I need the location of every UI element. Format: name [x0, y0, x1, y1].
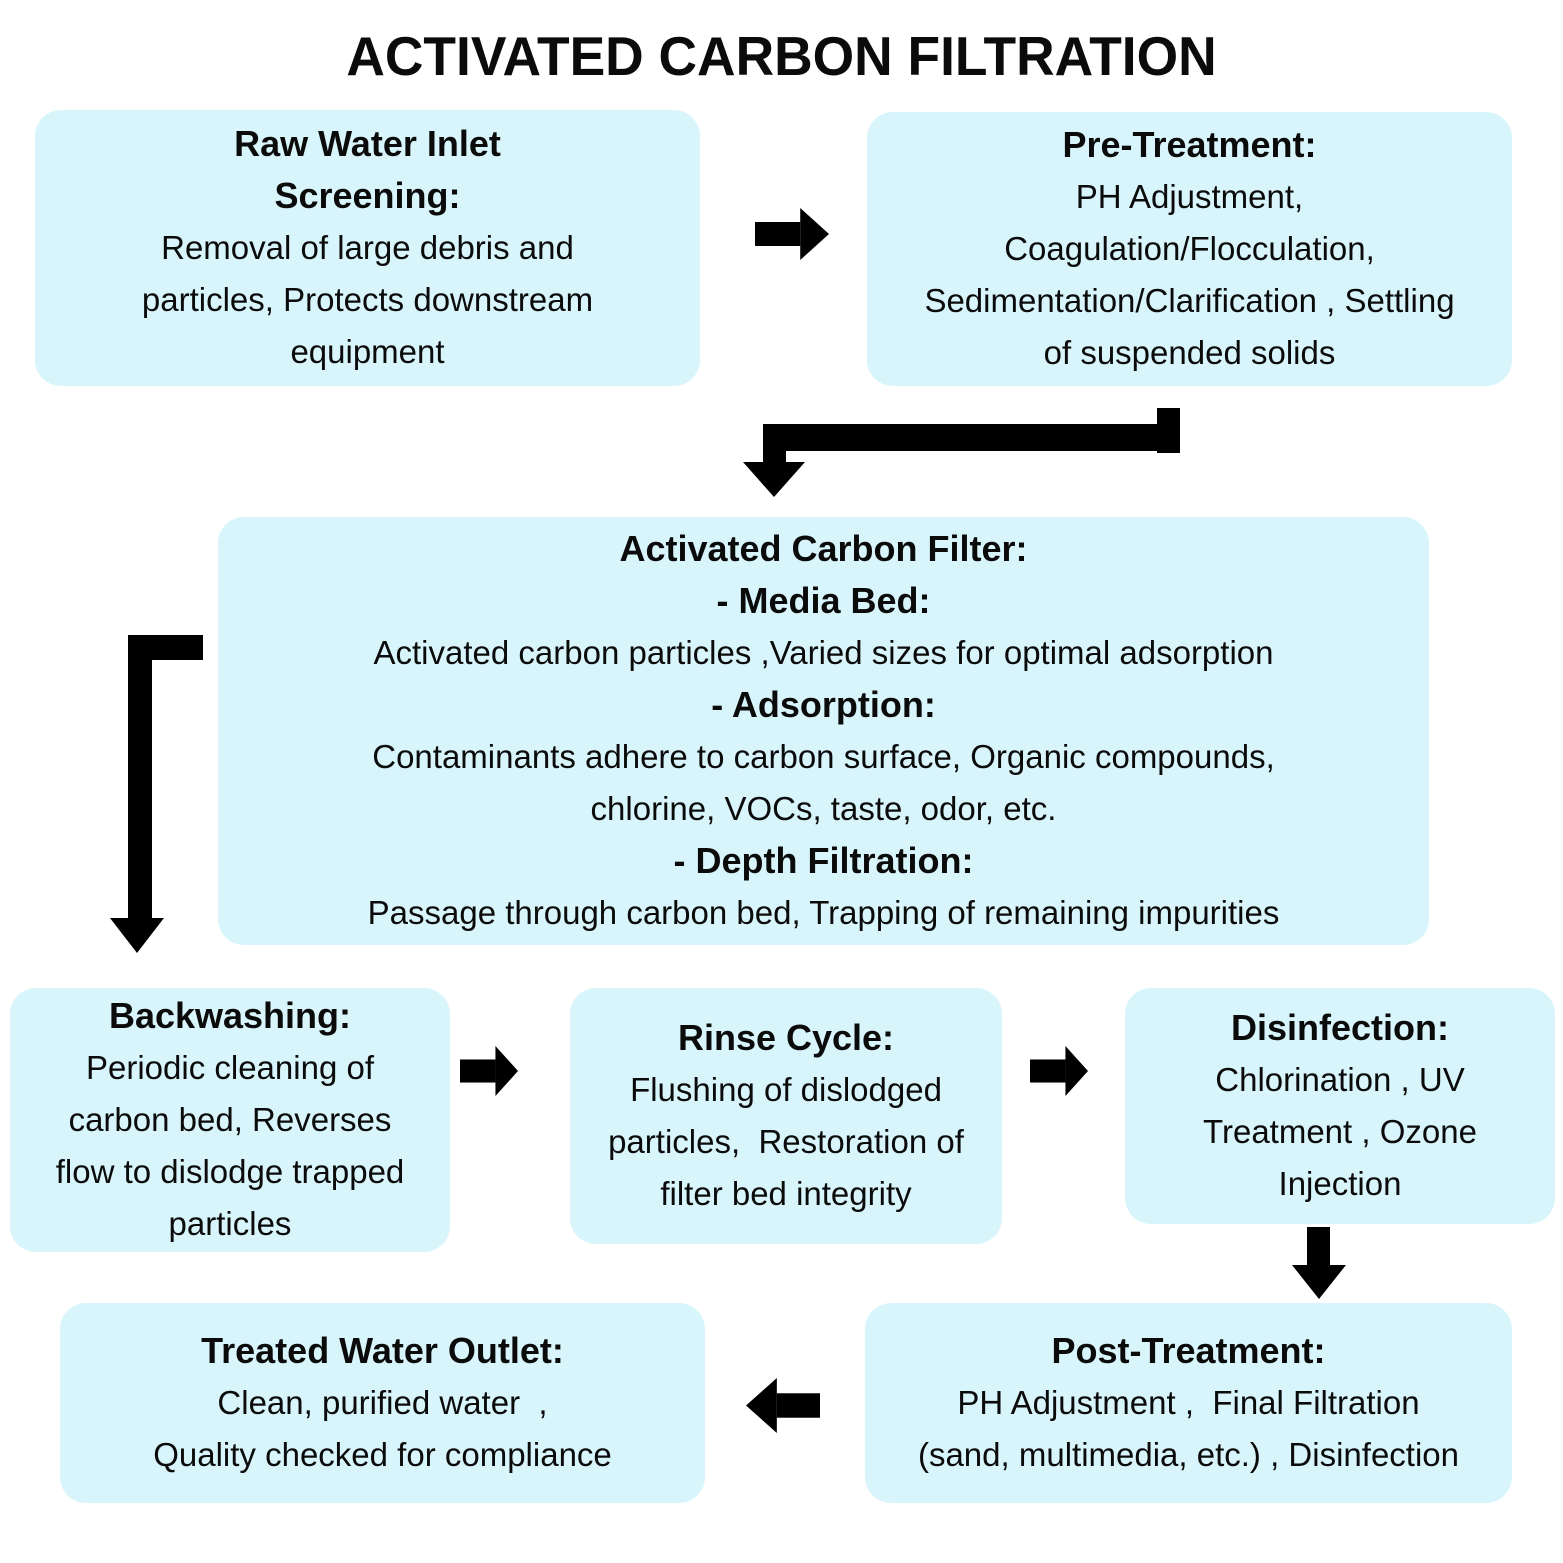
node-body: Clean, purified water , Quality checked … [153, 1384, 612, 1473]
arrow-disinfection-to-post-icon [1292, 1227, 1346, 1300]
elbow-pre-to-filter-icon [743, 405, 1180, 500]
node-body: PH Adjustment , Final Filtration (sand, … [917, 1384, 1460, 1473]
node-activated-carbon-filter: Activated Carbon Filter: - Media Bed: Ac… [218, 517, 1429, 945]
node-heading: Activated Carbon Filter: [619, 528, 1028, 569]
adsorption-label: - Adsorption: [711, 684, 936, 725]
node-raw-water-inlet: Raw Water Inlet Screening: Removal of la… [35, 110, 700, 386]
depth-filtration-text: Passage through carbon bed, Trapping of … [367, 894, 1280, 931]
node-heading: Rinse Cycle: [677, 1017, 895, 1058]
arrow-raw-to-pre-icon [755, 208, 829, 260]
node-heading: Backwashing: [108, 995, 352, 1036]
node-heading: Post-Treatment: [1051, 1330, 1326, 1371]
adsorption-text: Contaminants adhere to carbon surface, O… [372, 738, 1275, 827]
node-heading: Pre-Treatment: [1062, 124, 1317, 165]
node-rinse-cycle: Rinse Cycle: Flushing of dislodged parti… [570, 988, 1002, 1244]
node-heading: Treated Water Outlet: [201, 1330, 564, 1371]
node-backwashing: Backwashing: Periodic cleaning of carbon… [10, 988, 450, 1252]
arrow-post-to-treated-icon [746, 1378, 820, 1433]
arrow-backwashing-to-rinse-icon [460, 1046, 518, 1096]
node-disinfection: Disinfection: Chlorination , UV Treatmen… [1125, 988, 1555, 1224]
diagram-title: ACTIVATED CARBON FILTRATION [346, 25, 1217, 87]
node-body: Chlorination , UV Treatment , Ozone Inje… [1203, 1061, 1477, 1202]
media-bed-label: - Media Bed: [716, 580, 931, 621]
node-post-treatment: Post-Treatment: PH Adjustment , Final Fi… [865, 1303, 1512, 1503]
node-body: PH Adjustment, Coagulation/Flocculation,… [924, 178, 1455, 371]
node-treated-water-outlet: Treated Water Outlet: Clean, purified wa… [60, 1303, 705, 1503]
depth-filtration-label: - Depth Filtration: [673, 840, 974, 881]
elbow-filter-to-backwashing-icon [110, 633, 210, 955]
node-heading: Disinfection: [1230, 1007, 1449, 1048]
node-heading: Raw Water Inlet Screening: [234, 123, 501, 216]
node-body: Flushing of dislodged particles, Restora… [608, 1071, 964, 1212]
node-body: Periodic cleaning of carbon bed, Reverse… [55, 1049, 405, 1242]
media-bed-text: Activated carbon particles ,Varied sizes… [373, 634, 1274, 671]
node-pre-treatment: Pre-Treatment: PH Adjustment, Coagulatio… [867, 112, 1512, 386]
arrow-rinse-to-disinfection-icon [1030, 1046, 1088, 1096]
node-body: Removal of large debris and particles, P… [141, 229, 594, 370]
